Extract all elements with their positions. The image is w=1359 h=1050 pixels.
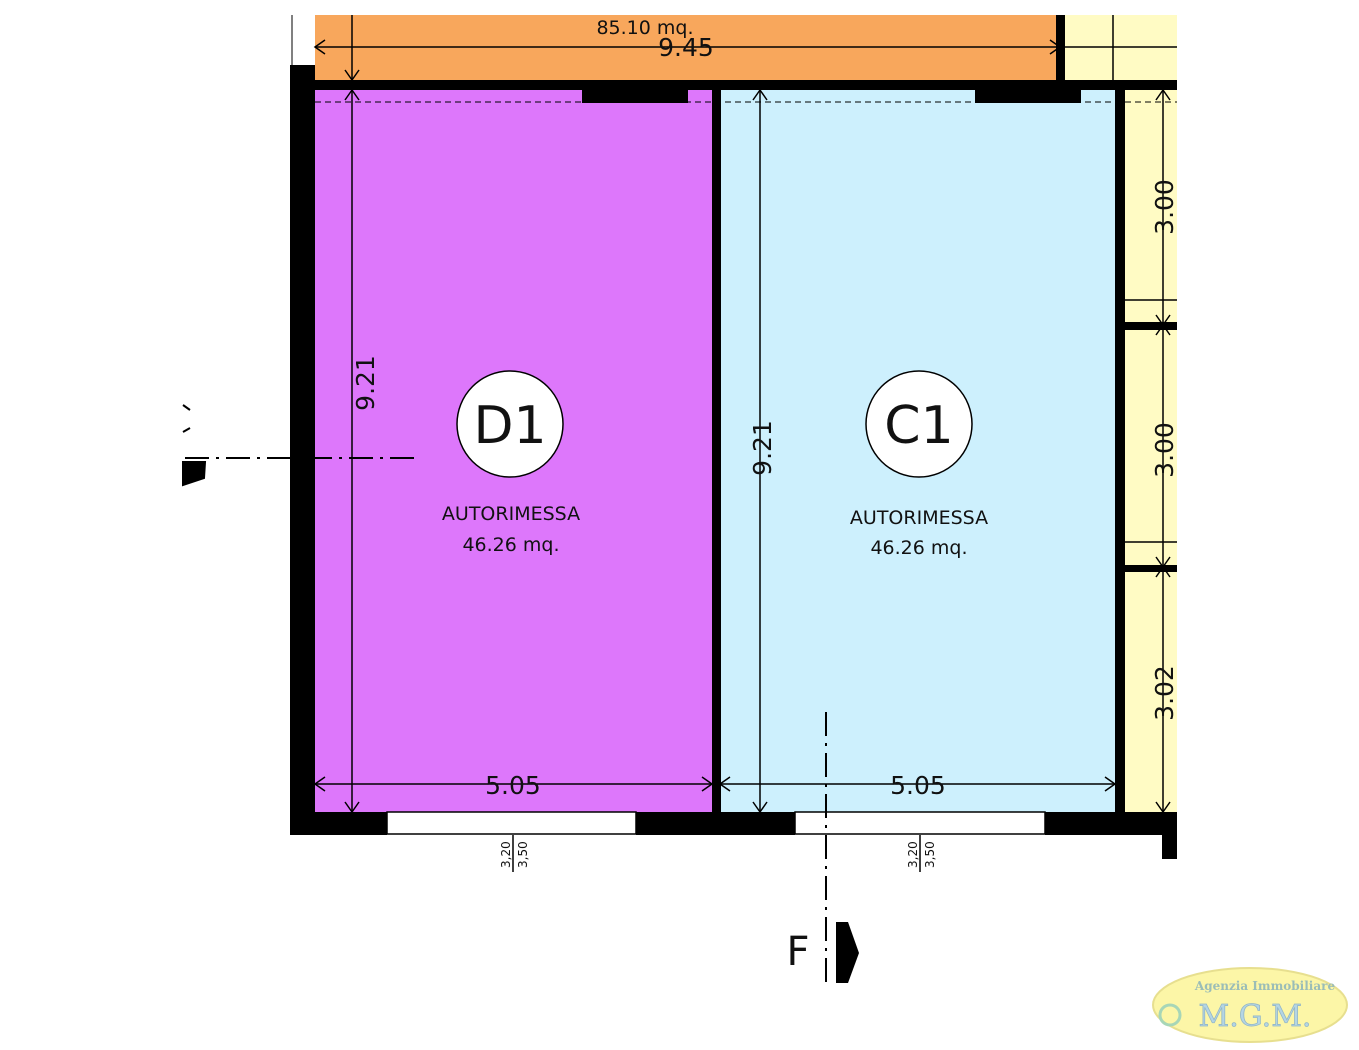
unit-c1-name: AUTORIMESSA	[850, 507, 988, 529]
unit-c1-label: C1 AUTORIMESSA 46.26 mq.	[850, 370, 988, 559]
section-marker-f	[836, 922, 859, 983]
agency-logo: Agenzia Immobiliare M.G.M.	[1152, 967, 1348, 1043]
section-label: F	[786, 929, 809, 975]
garage-door-d1	[386, 811, 637, 835]
logo-emblem-icon	[1158, 1003, 1182, 1027]
door-d1-h2: 3,50	[516, 841, 530, 868]
dim-d1-width: 5.05	[485, 771, 541, 800]
door-c1-h1: 3,20	[906, 841, 920, 868]
dim-c1-width: 5.05	[890, 771, 946, 800]
logo-line1: Agenzia Immobiliare	[1194, 979, 1336, 993]
dim-right-2: 3.00	[1150, 422, 1179, 478]
dim-c1-depth: 9.21	[748, 420, 777, 476]
dim-right-3: 3.02	[1150, 665, 1179, 721]
unit-d1-area-text: 46.26 mq.	[462, 534, 559, 556]
dim-right-1: 3.00	[1150, 179, 1179, 235]
section-marker-left	[182, 404, 207, 487]
dim-top-width: 9.45	[658, 33, 714, 62]
top-room-area: 85.10 mq.	[596, 17, 693, 39]
top-room-orange	[315, 15, 1060, 81]
logo-line2: M.G.M.	[1199, 999, 1312, 1034]
unit-d1-name: AUTORIMESSA	[442, 503, 580, 525]
unit-c1-code: C1	[884, 396, 953, 456]
dim-d1-depth: 9.21	[351, 355, 380, 411]
garage-door-c1	[794, 811, 1046, 835]
door-c1-h2: 3,50	[923, 841, 937, 868]
unit-d1-label: D1 AUTORIMESSA 46.26 mq.	[442, 370, 580, 556]
top-room-yellow	[1065, 15, 1177, 81]
right-strip-yellow	[1125, 90, 1177, 812]
walls	[290, 65, 1177, 859]
door-d1-h1: 3,20	[499, 841, 513, 868]
unit-c1-area-text: 46.26 mq.	[870, 537, 967, 559]
unit-d1-code: D1	[473, 396, 546, 456]
